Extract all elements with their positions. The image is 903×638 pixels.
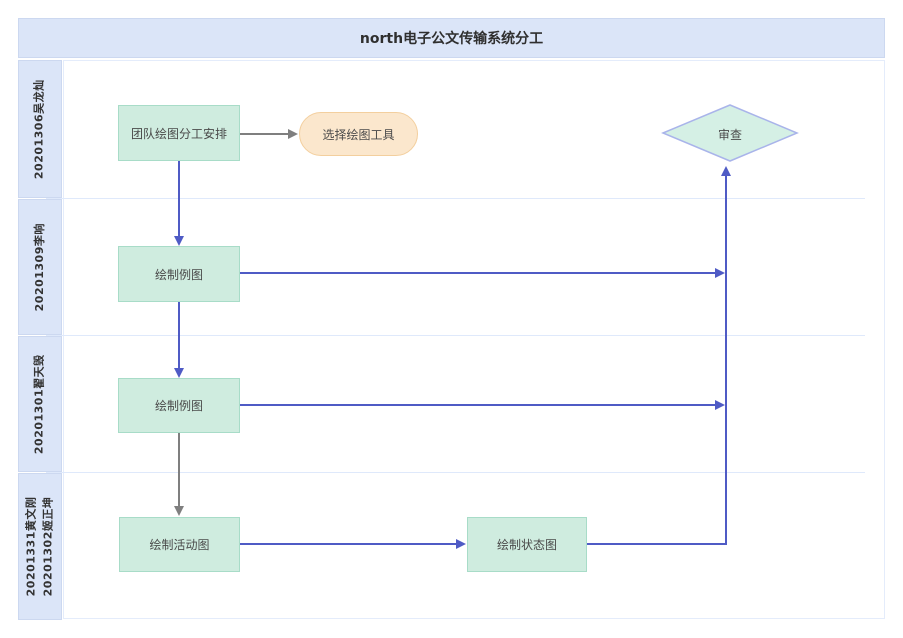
node-draw-example-1-label: 绘制例图 [154,267,203,282]
lane-header-4: 20201331黄文刚 20201302姬正坤 [18,473,62,620]
lane-4-label-line2: 20201302姬正坤 [41,496,55,597]
lane-4-label: 20201331黄文刚 20201302姬正坤 [24,497,57,597]
node-draw-example-2[interactable]: 绘制例图 [118,378,240,433]
diagram-title-bar: north电子公文传输系统分工 [18,18,885,58]
lane-separator-1 [46,198,865,199]
node-draw-example-1[interactable]: 绘制例图 [118,246,240,302]
diagram-title: north电子公文传输系统分工 [359,31,544,47]
lane-header-1: 20201306吴龙灿 [18,60,62,198]
node-draw-state-label: 绘制状态图 [496,538,557,552]
node-team-assignment-label: 团队绘图分工安排 [130,126,227,141]
node-choose-tool[interactable]: 选择绘图工具 [299,112,418,156]
lane-4-label-line1: 20201331黄文刚 [24,496,38,597]
node-team-assignment[interactable]: 团队绘图分工安排 [118,105,240,161]
lane-2-label: 20201309李响 [32,222,46,312]
lane-1-label: 20201306吴龙灿 [32,79,46,179]
node-draw-example-2-label: 绘制例图 [154,399,203,413]
node-draw-activity-label: 绘制活动图 [149,538,210,552]
lane-header-2: 20201309李响 [18,199,62,335]
lane-3-label: 20201301翟天毁 [32,354,46,454]
node-draw-state[interactable]: 绘制状态图 [467,517,587,572]
node-review-label: 审查 [717,128,742,142]
lane-header-3: 20201301翟天毁 [18,336,62,472]
lane-separator-2 [46,335,865,336]
lane-separator-3 [46,472,865,473]
node-choose-tool-label: 选择绘图工具 [322,127,395,142]
node-draw-activity[interactable]: 绘制活动图 [119,517,240,572]
